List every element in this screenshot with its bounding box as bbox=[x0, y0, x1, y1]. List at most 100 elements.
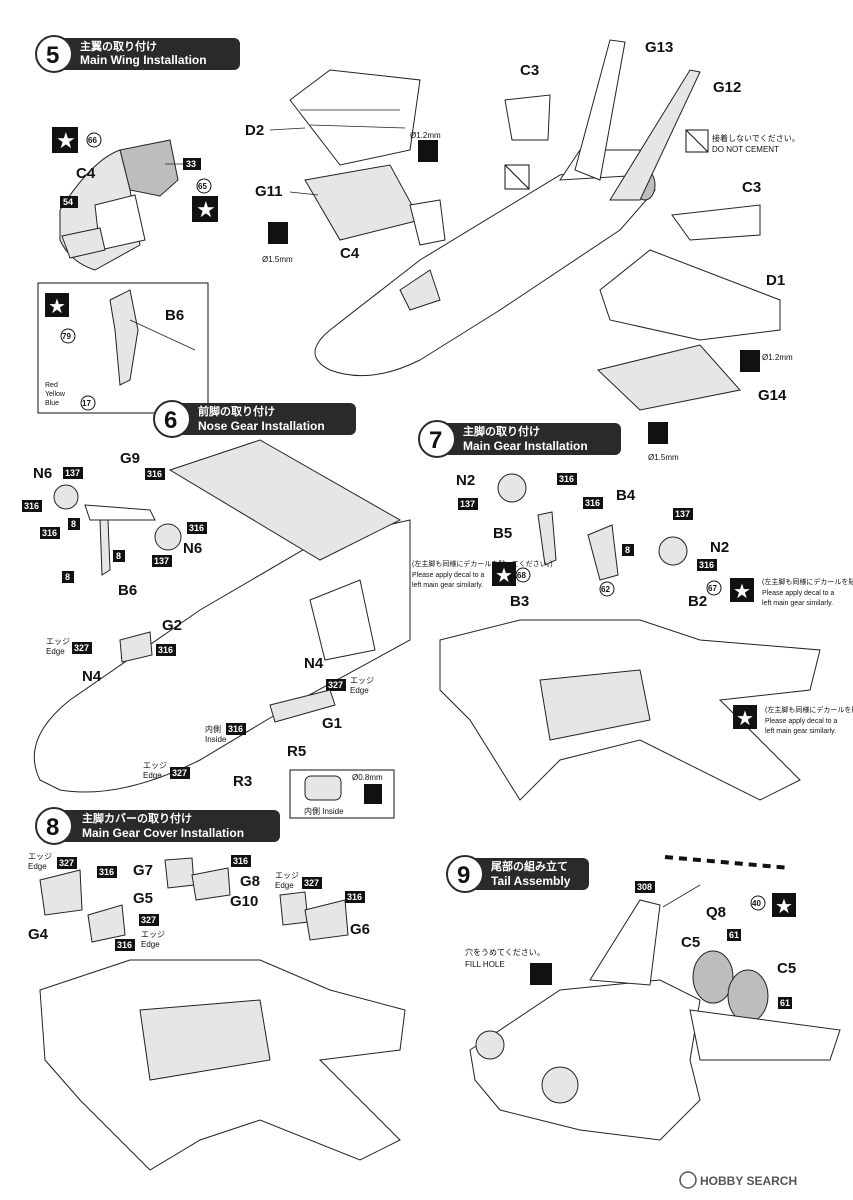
decal-65: 65 bbox=[196, 178, 212, 194]
part-label-n4-b: N4 bbox=[82, 668, 102, 685]
part-c3-upper bbox=[504, 94, 551, 141]
svg-text:316: 316 bbox=[699, 560, 714, 570]
drill-symbol bbox=[648, 422, 668, 444]
step-8-title-en: Main Gear Cover Installation bbox=[82, 826, 244, 840]
svg-text:316: 316 bbox=[347, 892, 362, 902]
decal-79: 79 bbox=[60, 328, 76, 344]
svg-text:316: 316 bbox=[99, 867, 114, 877]
step-6-title-en: Nose Gear Installation bbox=[198, 419, 325, 433]
step-5-title-jp: 主翼の取り付け bbox=[80, 39, 157, 53]
part-number-137: 137 bbox=[63, 467, 83, 479]
no-cement-icon bbox=[685, 129, 709, 153]
decal-17: 17 bbox=[80, 395, 96, 411]
svg-text:68: 68 bbox=[517, 571, 526, 580]
step-7-title-en: Main Gear Installation bbox=[463, 439, 588, 453]
no-cement-icon bbox=[504, 164, 530, 190]
step-6-title-jp: 前脚の取り付け bbox=[198, 404, 275, 418]
svg-text:327: 327 bbox=[59, 858, 74, 868]
legend-red: Red bbox=[45, 382, 58, 389]
edge-en-b: Edge bbox=[350, 686, 369, 695]
watermark: HOBBY SEARCH bbox=[679, 1171, 797, 1189]
panel-g14 bbox=[596, 344, 741, 411]
part-label-q8: Q8 bbox=[706, 904, 726, 921]
part-number-316: 316 bbox=[40, 527, 60, 539]
part-label-n2-b: N2 bbox=[710, 539, 729, 556]
part-number-308: 308 bbox=[635, 881, 655, 893]
part-number-137: 137 bbox=[673, 508, 693, 520]
part-label-g6: G6 bbox=[350, 921, 370, 938]
part-number-316: 316 bbox=[115, 939, 135, 951]
decal-note-en2: left main gear similarly. bbox=[412, 582, 483, 589]
part-label-b2: B2 bbox=[688, 593, 707, 610]
part-label-g12: G12 bbox=[713, 79, 741, 96]
decal-40: 40 bbox=[750, 895, 766, 911]
part-number-316: 316 bbox=[345, 891, 365, 903]
part-number-327: 327 bbox=[139, 914, 159, 926]
part-number-327: 327 bbox=[302, 877, 322, 889]
part-label-g10: G10 bbox=[230, 893, 258, 910]
part-label-c4-b: C4 bbox=[340, 245, 360, 262]
nozzle-c5 bbox=[692, 950, 734, 1004]
part-number-316: 316 bbox=[156, 644, 176, 656]
svg-text:★: ★ bbox=[736, 706, 754, 730]
part-number-33: 33 bbox=[183, 158, 201, 170]
svg-text:8: 8 bbox=[71, 519, 76, 529]
door-g1 bbox=[269, 689, 336, 723]
wheel-n2 bbox=[497, 473, 527, 503]
part-number-316: 316 bbox=[557, 473, 577, 485]
part-label-g9: G9 bbox=[120, 450, 140, 467]
part-label-c3-b: C3 bbox=[742, 179, 761, 196]
edge-jp: エッジ bbox=[46, 637, 70, 646]
door-g10 bbox=[279, 891, 309, 926]
do-not-cement-en: DO NOT CEMENT bbox=[712, 145, 779, 154]
dia-1-2-b: Ø1.2mm bbox=[762, 353, 793, 362]
svg-text:61: 61 bbox=[780, 998, 790, 1008]
underside-step8 bbox=[39, 959, 406, 1171]
step-6-banner: 6 前脚の取り付け Nose Gear Installation bbox=[153, 400, 356, 438]
svg-text:316: 316 bbox=[189, 523, 204, 533]
svg-text:67: 67 bbox=[708, 584, 717, 593]
part-number-8: 8 bbox=[113, 550, 125, 562]
part-number-61: 61 bbox=[727, 929, 741, 941]
step-7-number: 7 bbox=[429, 427, 442, 454]
svg-text:327: 327 bbox=[74, 643, 89, 653]
part-label-g5: G5 bbox=[133, 890, 153, 907]
svg-text:8: 8 bbox=[625, 545, 630, 555]
step-5-banner: 5 主翼の取り付け Main Wing Installation bbox=[35, 35, 240, 73]
decal-note-en1-b: Please apply decal to a bbox=[762, 590, 834, 597]
strut-b4 bbox=[587, 524, 619, 581]
part-label-g14: G14 bbox=[758, 387, 787, 404]
part-label-c5-b: C5 bbox=[777, 960, 796, 977]
part-label-g8: G8 bbox=[240, 873, 260, 890]
step-9-banner: 9 尾部の組み立て Tail Assembly bbox=[446, 855, 589, 893]
step-9-number: 9 bbox=[457, 862, 470, 889]
svg-text:316: 316 bbox=[585, 498, 600, 508]
part-number-316: 316 bbox=[226, 723, 246, 735]
star-mark: ★ bbox=[772, 893, 796, 918]
svg-text:33: 33 bbox=[186, 159, 196, 169]
decal-62: 62 bbox=[599, 581, 615, 597]
ejection-seat-c4 bbox=[59, 139, 179, 271]
step-8-title-jp: 主脚カバーの取り付け bbox=[82, 811, 192, 825]
part-label-r3: R3 bbox=[233, 773, 252, 790]
edge-jp-d: エッジ bbox=[28, 852, 52, 861]
svg-text:61: 61 bbox=[729, 930, 739, 940]
part-label-b3: B3 bbox=[510, 593, 529, 610]
door-g4 bbox=[39, 869, 83, 916]
nozzle-c5-b bbox=[727, 969, 769, 1023]
edge-jp-b: エッジ bbox=[350, 676, 374, 685]
part-label-g13: G13 bbox=[645, 39, 673, 56]
part-number-316: 316 bbox=[583, 497, 603, 509]
edge-en-c: Edge bbox=[143, 771, 162, 780]
part-number-327: 327 bbox=[326, 679, 346, 691]
part-label-b6: B6 bbox=[165, 307, 184, 324]
panel-g2 bbox=[119, 631, 153, 663]
svg-text:8: 8 bbox=[65, 572, 70, 582]
svg-text:308: 308 bbox=[637, 882, 652, 892]
do-not-cement-jp: 接着しないでください。 bbox=[712, 133, 800, 143]
part-number-327: 327 bbox=[170, 767, 190, 779]
svg-text:★: ★ bbox=[48, 294, 66, 318]
svg-text:316: 316 bbox=[42, 528, 57, 538]
panel-g11 bbox=[304, 164, 421, 241]
